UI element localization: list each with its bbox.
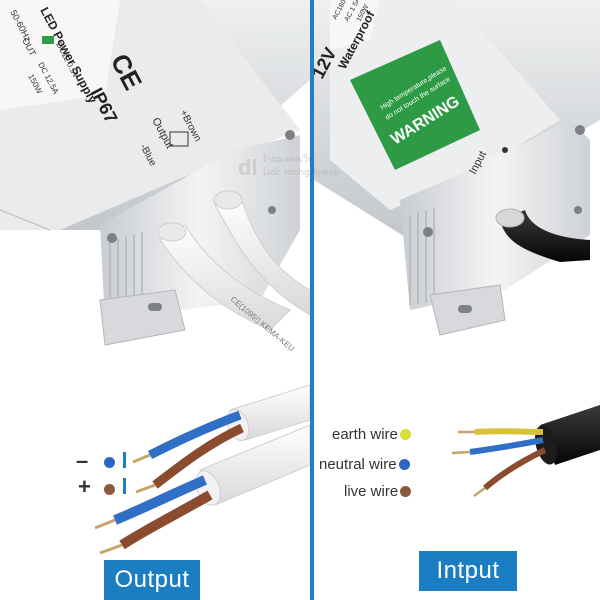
neutral-wire-label: neutral wire [319, 456, 410, 473]
plus-dot [104, 484, 115, 495]
left-output-symbol [169, 131, 189, 147]
watermark-line1: ร้านมงคลเว็บ [262, 152, 314, 165]
plus-sign: + [78, 474, 91, 499]
live-wire-label: live wire [344, 483, 412, 500]
neutral-wire-dot [398, 459, 410, 470]
plus-bar [123, 478, 126, 494]
right-input-cable [495, 208, 590, 262]
earth-wire-dot [399, 429, 411, 440]
left-power-supply [0, 0, 310, 346]
input-label: Intput [419, 551, 517, 591]
left-output-wires [94, 384, 311, 555]
minus-dot [104, 457, 115, 468]
neutral-wire-text: neutral wire [319, 456, 397, 473]
watermark-logo: dl [238, 155, 258, 180]
right-power-supply [314, 0, 600, 336]
live-wire-dot [400, 486, 412, 497]
earth-wire-text: earth wire [332, 426, 398, 443]
watermark-line2: ไลน์: mongdoweb [261, 166, 340, 178]
minus-sign: – [76, 448, 89, 473]
output-label: Output [104, 560, 200, 600]
minus-bar [123, 452, 126, 468]
right-input-wires [451, 405, 600, 498]
watermark: dl ร้านมงคลเว็บ ไลน์: mongdoweb [238, 152, 340, 180]
live-wire-text: live wire [344, 483, 399, 500]
right-indicator-dot [502, 147, 508, 153]
left-voltage-box [42, 36, 54, 44]
earth-wire-label: earth wire [332, 426, 411, 443]
center-divider [310, 0, 314, 600]
